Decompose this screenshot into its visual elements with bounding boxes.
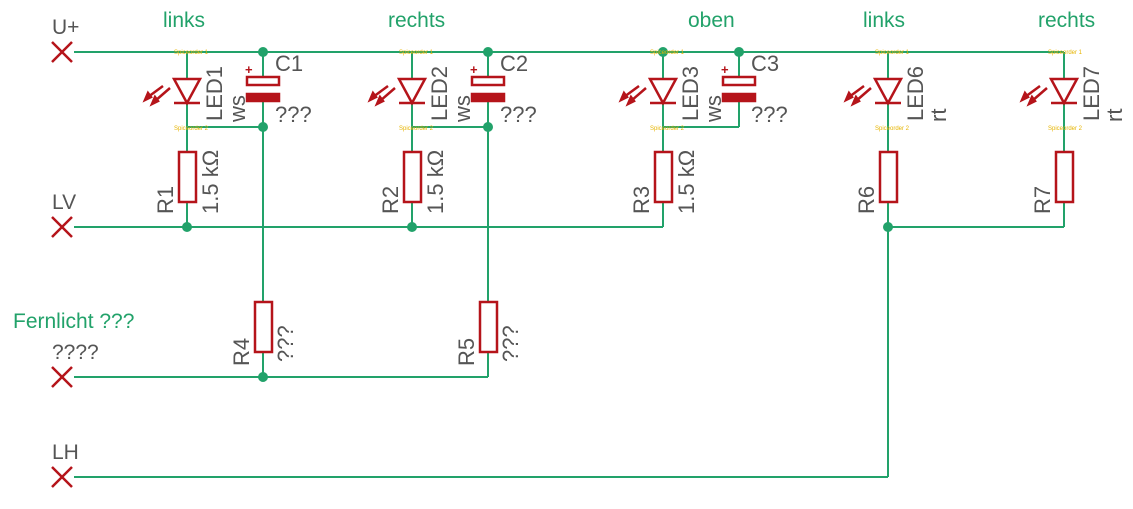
led-6-name: LED6	[903, 66, 928, 121]
junction-dot	[734, 47, 744, 57]
junction-dot	[182, 222, 192, 232]
pin-label-bottom: Spiceorder 2	[650, 126, 685, 132]
terminal-lv: LV	[51, 191, 76, 238]
led-6: Spiceorder 1 Spiceorder 2 LED6 rt	[843, 50, 951, 132]
resistor-r3: R3 1.5 kΩ	[629, 150, 699, 214]
group-label-rechts-1: rechts	[388, 9, 445, 32]
junction-dot	[483, 122, 493, 132]
led-7-name: LED7	[1079, 66, 1104, 121]
group-label-links-2: links	[863, 9, 905, 32]
led-2: Spiceorder 1 Spiceorder 2 LED2 ws	[367, 50, 475, 132]
junction-dot	[258, 372, 268, 382]
net-label-fernlicht: ????	[52, 341, 99, 364]
group-label-links-1: links	[163, 9, 205, 32]
wires	[74, 51, 1065, 478]
resistor-r4-value: ???	[273, 325, 298, 362]
resistor-r6-name: R6	[854, 186, 879, 214]
resistor-r1-name: R1	[153, 186, 178, 214]
capacitor-c3-name: C3	[751, 51, 779, 76]
led-3: Spiceorder 1 Spiceorder 2 LED3 ws	[618, 50, 726, 132]
resistor-r3-value: 1.5 kΩ	[674, 150, 699, 214]
resistor-r5-name: R5	[454, 338, 479, 366]
junction-dot	[658, 47, 668, 57]
led-1-name: LED1	[202, 66, 227, 121]
polarity-plus: +	[470, 62, 478, 77]
resistor-r7-name: R7	[1030, 186, 1055, 214]
junctions	[182, 47, 893, 382]
resistor-r4-name: R4	[229, 338, 254, 366]
group-label-fernlicht: Fernlicht ???	[13, 310, 134, 333]
led-2-name: LED2	[427, 66, 452, 121]
terminal-fernlicht: ????	[51, 341, 99, 388]
pin-label-top: Spiceorder 1	[875, 50, 910, 56]
capacitor-c2-name: C2	[500, 51, 528, 76]
junction-dot	[407, 222, 417, 232]
pin-label-bottom: Spiceorder 2	[1048, 126, 1083, 132]
pin-label-bottom: Spiceorder 2	[174, 126, 209, 132]
junction-dot	[483, 47, 493, 57]
led-3-name: LED3	[678, 66, 703, 121]
resistor-r4: R4 ???	[229, 300, 298, 366]
resistor-r3-name: R3	[629, 186, 654, 214]
net-label-lh: LH	[52, 441, 79, 464]
pin-label-bottom: Spiceorder 2	[399, 126, 434, 132]
resistor-r2-name: R2	[378, 186, 403, 214]
capacitor-c1-name: C1	[275, 51, 303, 76]
pin-label-top: Spiceorder 1	[399, 50, 434, 56]
junction-dot	[258, 122, 268, 132]
pin-label-top: Spiceorder 1	[650, 50, 685, 56]
junction-dot	[883, 222, 893, 232]
resistor-r6: R6	[854, 150, 899, 214]
capacitor-c3: + C3 ???	[721, 51, 788, 127]
group-label-oben: oben	[688, 9, 735, 32]
resistor-r1-value: 1.5 kΩ	[198, 150, 223, 214]
group-label-rechts-2: rechts	[1038, 9, 1095, 32]
resistor-r1: R1 1.5 kΩ	[153, 150, 223, 214]
junction-dot	[258, 47, 268, 57]
resistor-r5-value: ???	[498, 325, 523, 362]
pin-label-top: Spiceorder 1	[1048, 50, 1083, 56]
led-6-value: rt	[926, 109, 951, 122]
resistor-r7: R7	[1030, 150, 1075, 214]
polarity-plus: +	[721, 62, 729, 77]
capacitor-c1: + C1 ???	[245, 51, 312, 127]
led-7-value: rt	[1102, 109, 1127, 122]
terminal-lh: LH	[51, 441, 79, 488]
pin-label-bottom: Spiceorder 2	[875, 126, 910, 132]
resistor-r5: R5 ???	[454, 300, 523, 366]
capacitor-c2: + C2 ???	[470, 51, 537, 127]
resistor-r2-value: 1.5 kΩ	[423, 150, 448, 214]
pin-label-top: Spiceorder 1	[174, 50, 209, 56]
resistor-r2: R2 1.5 kΩ	[378, 150, 448, 214]
led-1: Spiceorder 1 Spiceorder 2 LED1 ws	[142, 50, 250, 132]
led-7: Spiceorder 1 Spiceorder 2 LED7 rt	[1019, 50, 1127, 132]
capacitor-c2-value: ???	[500, 102, 537, 127]
net-label-u-plus: U+	[52, 16, 79, 39]
net-label-lv: LV	[52, 191, 76, 214]
capacitor-c1-value: ???	[275, 102, 312, 127]
polarity-plus: +	[245, 62, 253, 77]
capacitor-c3-value: ???	[751, 102, 788, 127]
terminal-u-plus: U+	[51, 16, 79, 63]
